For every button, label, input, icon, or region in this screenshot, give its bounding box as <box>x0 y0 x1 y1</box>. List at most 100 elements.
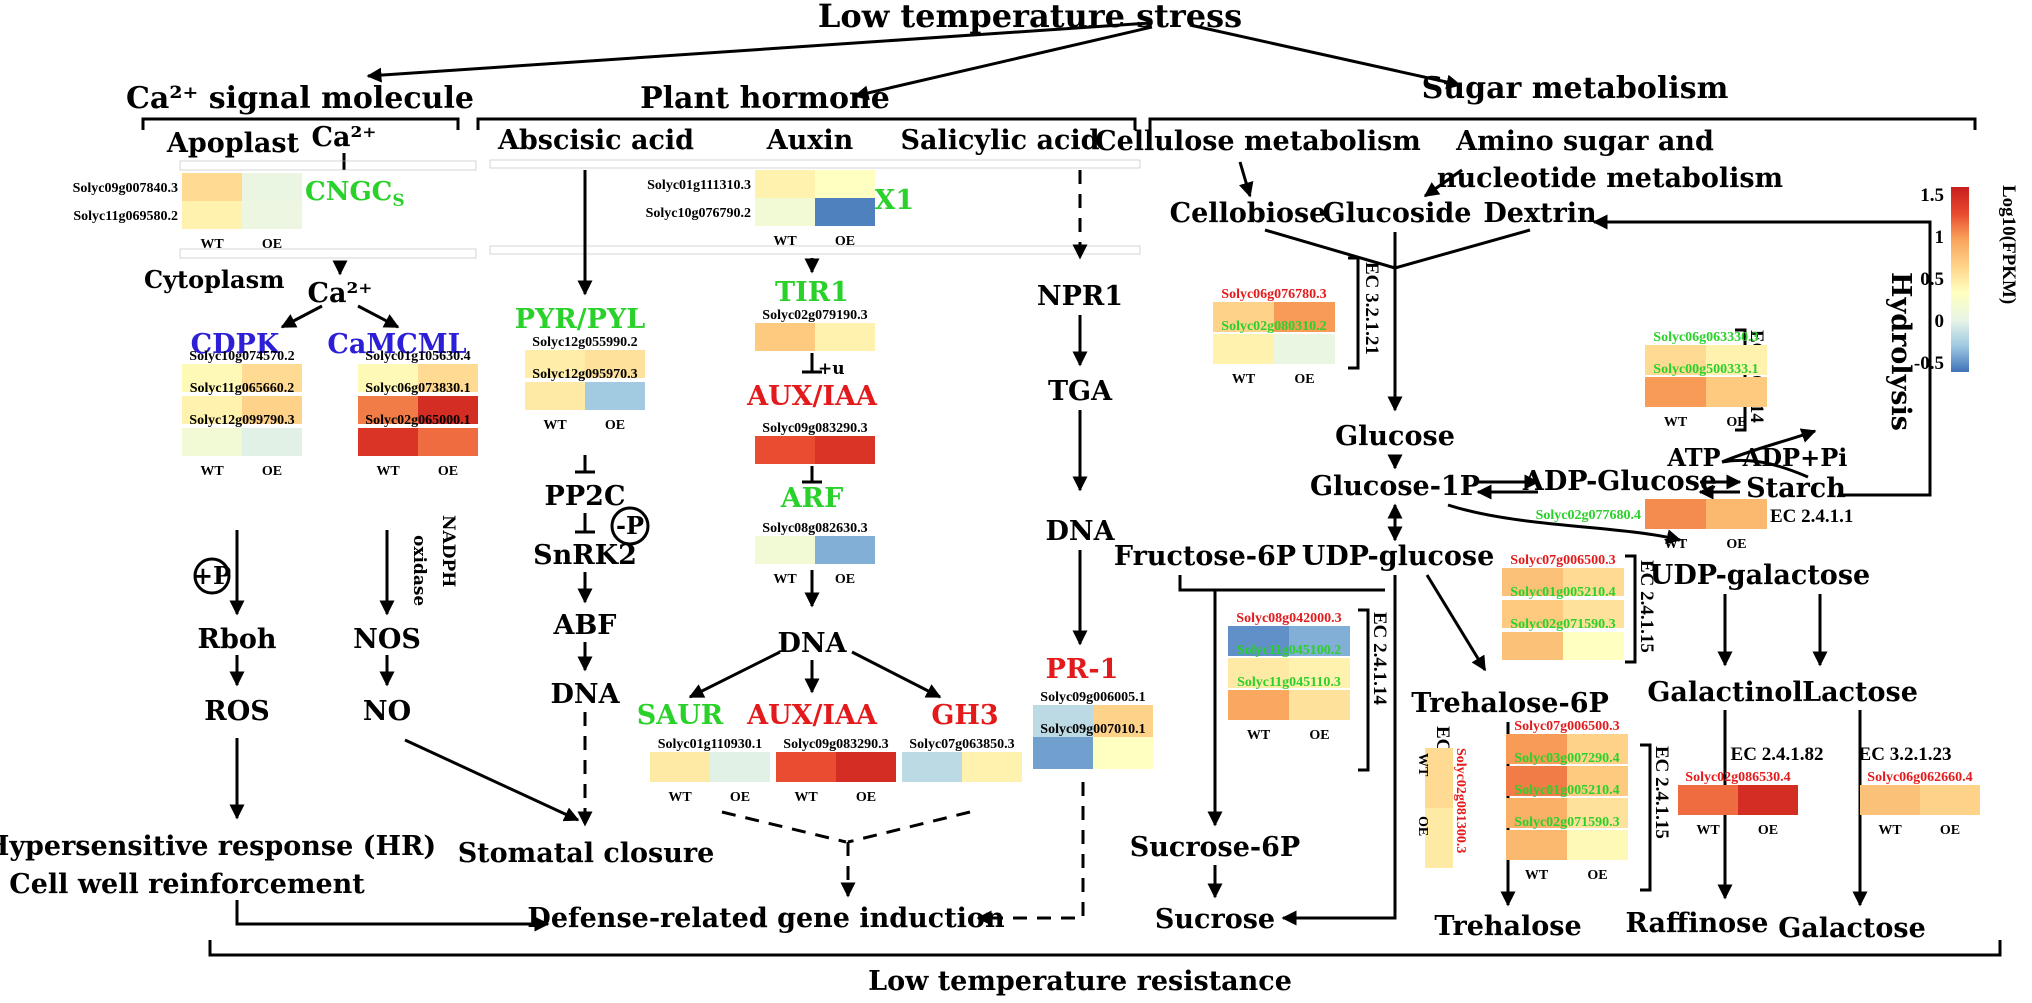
gene-id-label: Solyc09g007010.1 <box>1040 722 1145 737</box>
defense-gene-induction: Defense-related gene induction <box>527 903 1005 934</box>
wt-col-label: WT <box>200 237 224 252</box>
heatmap-cell-oe <box>962 752 1022 782</box>
gene-id-label: Solyc10g076790.2 <box>646 206 751 221</box>
cytoplasm-label: Cytoplasm <box>144 265 285 294</box>
gene-id-label: Solyc08g082630.3 <box>762 521 867 536</box>
section-plant-hormone: Plant hormone <box>640 81 890 116</box>
heatmap-cell-wt <box>902 752 962 782</box>
gene-id-label: Solyc01g005210.4 <box>1514 783 1619 798</box>
oe-col-label: OE <box>1940 823 1960 838</box>
heatmap-cell-wt <box>1506 734 1567 764</box>
cell-wall-text: Cell well reinforcement <box>9 869 365 900</box>
aba-header: Abscisic acid <box>497 125 694 156</box>
nos-node: NOS <box>353 624 421 655</box>
heatmap-cell-wt <box>182 428 242 456</box>
oe-col-label: OE <box>1415 816 1430 836</box>
wt-col-label: WT <box>1247 728 1271 743</box>
heatmap-cell-oe <box>1567 766 1628 796</box>
heatmap-cell-oe <box>418 428 478 456</box>
heatmap-cell-oe <box>242 396 302 424</box>
gene-id-label: Solyc11g065660.2 <box>190 381 295 396</box>
heatmap-cell-wt <box>1678 785 1738 815</box>
wt-col-label: WT <box>773 234 797 249</box>
heatmap-cell-wt <box>650 752 710 782</box>
heatmap-cell-wt <box>525 350 585 378</box>
heatmap-cell-oe <box>1274 302 1335 332</box>
tir1-label: TIR1 <box>775 277 849 308</box>
auxiaa2-label: AUX/IAA <box>746 700 878 731</box>
gh3-label: GH3 <box>931 700 998 731</box>
heatmap-cell-oe <box>1706 377 1767 407</box>
heatmap-cell-oe <box>815 198 875 226</box>
trehalose-node: Trehalose <box>1434 911 1581 942</box>
sa-header: Salicylic acid <box>900 125 1099 156</box>
heatmap-cell-oe <box>1567 734 1628 764</box>
wt-col-label: WT <box>376 464 400 479</box>
heatmap-cell-wt <box>358 364 418 392</box>
section-sugar-metabolism: Sugar metabolism <box>1422 71 1729 106</box>
bottom-title: Low temperature resistance <box>868 966 1292 997</box>
galactinol-node: Galactinol <box>1647 677 1802 708</box>
heatmap-cell-wt <box>358 428 418 456</box>
gene-id-label: Solyc12g055990.2 <box>532 335 637 350</box>
legend-tick: 0.5 <box>1920 269 1944 290</box>
oe-col-label: OE <box>1758 823 1778 838</box>
gene-id-label: Solyc11g069580.2 <box>73 209 178 224</box>
heatmap-cell-oe <box>1563 600 1624 628</box>
gene-id-label: Solyc02g086530.4 <box>1685 770 1790 785</box>
oe-col-label: OE <box>262 464 282 479</box>
stomatal-closure: Stomatal closure <box>458 838 715 869</box>
starch-node: Starch <box>1746 473 1846 504</box>
heatmap-cell-oe <box>710 752 770 782</box>
oxidase-label: oxidase <box>409 535 429 606</box>
heatmap-cell-wt <box>182 201 242 229</box>
heatmap-cell-wt <box>182 396 242 424</box>
hydrolysis-label: Hydrolysis <box>1885 272 1916 431</box>
heatmap-cell-wt <box>1502 600 1563 628</box>
heatmap-cell-oe <box>1425 808 1453 868</box>
cngc-label: CNGCS <box>305 177 405 211</box>
adp-pi-label: ADP+Pi <box>1742 443 1848 472</box>
amino-sugar-2: nucleotide metabolism <box>1437 163 1783 194</box>
wt-col-label: WT <box>668 790 692 805</box>
heatmap-cell-wt <box>1645 345 1706 375</box>
fructose-6p-node: Fructose-6P <box>1114 541 1296 572</box>
ec-3-2-1-23: EC 3.2.1.23 <box>1859 744 1952 765</box>
ros-node: ROS <box>204 696 269 727</box>
gene-id-label: Solyc01g110930.1 <box>658 737 763 752</box>
heatmap-cell-oe <box>242 428 302 456</box>
heatmap-cell-wt <box>1213 302 1274 332</box>
inner-membrane-hormone <box>489 245 1141 255</box>
pp2c-node: PP2C <box>545 481 626 512</box>
legend-tick: -0.5 <box>1914 353 1944 374</box>
tga-node: TGA <box>1048 376 1113 407</box>
heatmap-cell-wt <box>1228 658 1289 688</box>
heatmap-cell-oe <box>1567 798 1628 828</box>
gene-id-label: Solyc00g500333.1 <box>1653 362 1758 377</box>
adp-glucose-node: ADP-Glucose <box>1522 466 1717 497</box>
heatmap-cell-oe <box>585 382 645 410</box>
raffinose-node: Raffinose <box>1626 908 1769 939</box>
plus-u-label: +u <box>818 359 845 379</box>
atp-label: ATP <box>1666 443 1720 472</box>
heatmap-cell-oe <box>418 396 478 424</box>
heatmap-cell-oe <box>585 350 645 378</box>
oe-col-label: OE <box>1726 415 1746 430</box>
gene-id-label: Solyc03g007290.4 <box>1514 751 1619 766</box>
legend-colorbar <box>1951 187 1969 372</box>
heatmap-cell-wt <box>776 752 836 782</box>
heatmap-cell-wt <box>1228 626 1289 656</box>
gene-id-label: Solyc08g042000.3 <box>1236 611 1341 626</box>
heatmap-cell-wt <box>755 198 815 226</box>
gene-id-label: Solyc09g006005.1 <box>1040 690 1145 705</box>
oe-col-label: OE <box>730 790 750 805</box>
plus-p-badge: +P <box>193 561 231 590</box>
heatmap-cell-oe <box>815 323 875 351</box>
plasma-membrane-ca <box>179 160 477 171</box>
sucrose-6p-node: Sucrose-6P <box>1130 832 1300 863</box>
glucose-node: Glucose <box>1335 421 1455 452</box>
heatmap-cell-oe <box>815 170 875 198</box>
heatmap-cell-oe <box>242 201 302 229</box>
ec-3-2-1-21: EC 3.2.1.21 <box>1361 262 1382 355</box>
